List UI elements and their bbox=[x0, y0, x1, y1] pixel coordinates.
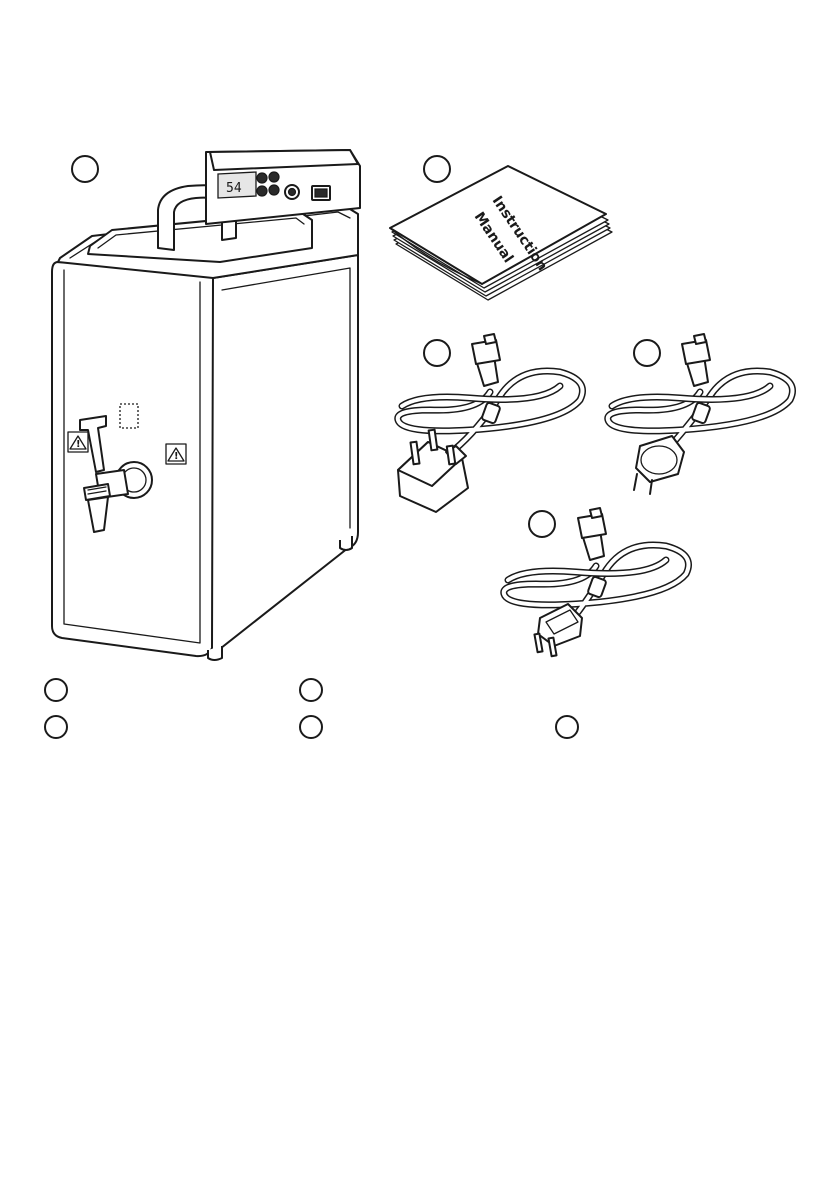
legend-item-1 bbox=[45, 679, 67, 701]
item-marker-2 bbox=[424, 156, 450, 182]
legend-item-4 bbox=[300, 716, 322, 738]
legend-marker-4 bbox=[300, 716, 322, 738]
legend-item-3 bbox=[45, 716, 67, 738]
legend-item-2 bbox=[300, 679, 322, 701]
legend-marker-2 bbox=[300, 679, 322, 701]
item-marker-1 bbox=[72, 156, 98, 182]
legend bbox=[45, 679, 578, 738]
item-marker-3 bbox=[424, 340, 450, 366]
item-marker-5 bbox=[529, 511, 555, 537]
warning-label-left: ! bbox=[68, 432, 88, 452]
warning-label-right: ! bbox=[166, 444, 186, 464]
temperature-display: 54 bbox=[226, 181, 242, 196]
legend-item-5 bbox=[556, 716, 578, 738]
legend-marker-3 bbox=[45, 716, 67, 738]
item-marker-4 bbox=[634, 340, 660, 366]
water-dispenser-unit-icon: 54 ! ! bbox=[52, 150, 360, 660]
legend-marker-5 bbox=[556, 716, 578, 738]
legend-marker-1 bbox=[45, 679, 67, 701]
svg-text:!: ! bbox=[174, 451, 179, 462]
svg-text:!: ! bbox=[76, 439, 81, 450]
instruction-manual-icon: Instruction Manual bbox=[390, 166, 612, 300]
